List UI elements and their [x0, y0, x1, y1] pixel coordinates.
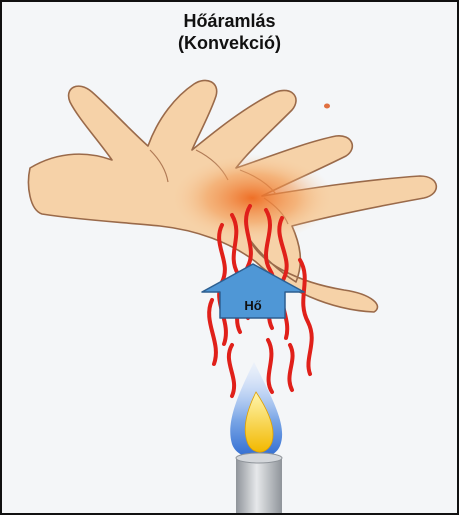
heat-arrow-label: Hő: [244, 298, 261, 313]
heat-wave: [229, 345, 234, 396]
heat-wave: [300, 260, 312, 374]
title-line-2: (Konvekció): [0, 32, 459, 54]
heat-wave: [209, 300, 216, 364]
title-line-1: Hőáramlás: [0, 10, 459, 32]
heat-wave: [289, 345, 292, 390]
flame-icon: [230, 362, 282, 459]
diagram-title: Hőáramlás (Konvekció): [0, 10, 459, 54]
heat-wave: [268, 340, 272, 392]
burner-pipe: [236, 453, 282, 513]
